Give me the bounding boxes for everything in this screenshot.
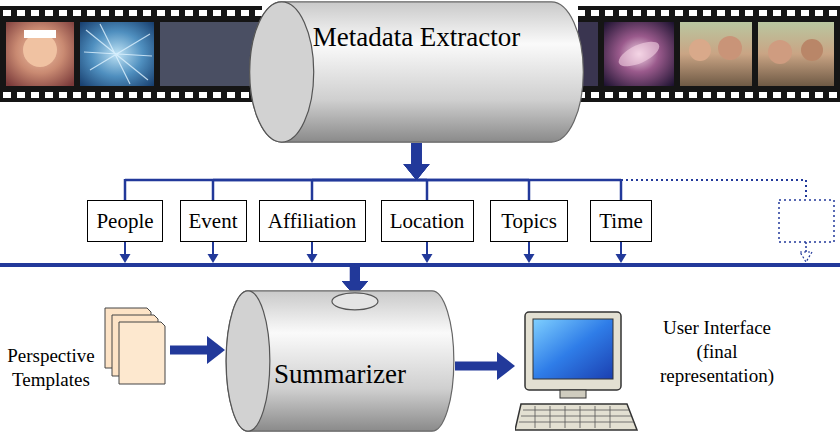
connector-line — [620, 179, 623, 200]
connector-line — [412, 143, 422, 166]
metadata-box: Topics — [490, 200, 568, 242]
node-label: Time — [599, 209, 643, 233]
arrow-head — [120, 254, 131, 263]
connector-line — [455, 362, 498, 371]
computer-icon — [515, 310, 640, 435]
metadata-box: Time — [590, 200, 652, 242]
arrow-head — [524, 254, 535, 263]
connector — [208, 242, 368, 296]
connector-line — [350, 265, 360, 282]
connector-line — [412, 143, 422, 166]
connector — [125, 143, 430, 200]
connector-line — [124, 179, 127, 200]
connector-line — [124, 242, 126, 256]
connector-line — [426, 179, 429, 200]
node-label: Metadata Extractor — [248, 21, 585, 55]
node-label: Event — [189, 209, 238, 233]
connector — [312, 143, 430, 200]
arrow-head — [404, 164, 430, 180]
node-label: People — [96, 209, 153, 233]
user-interface-computer: User Interface (final representation) — [515, 300, 797, 435]
connector-line — [212, 179, 215, 200]
arrow-head — [497, 352, 515, 380]
connector-line — [355, 263, 621, 267]
connector — [213, 143, 430, 200]
summarizer-cylinder: Summarizer — [225, 290, 455, 432]
arrow-head — [616, 254, 627, 263]
connector-line — [528, 242, 530, 256]
connector-line — [412, 143, 422, 166]
connector-line — [125, 179, 417, 182]
connector-line — [620, 242, 622, 256]
document-stack-icon — [103, 306, 169, 388]
connector-line — [170, 346, 208, 355]
connector-line — [125, 263, 355, 267]
connector-line — [311, 179, 314, 200]
connector — [342, 242, 627, 296]
connector-line — [212, 242, 214, 256]
arrow-head — [404, 164, 430, 180]
connector-line — [528, 179, 531, 200]
connector — [404, 143, 530, 200]
connector-line — [412, 143, 422, 166]
connector-line — [350, 265, 360, 282]
arrow-head — [404, 164, 430, 180]
connector-line — [412, 143, 422, 166]
connector — [404, 143, 622, 200]
connector — [120, 242, 368, 296]
connector — [342, 242, 433, 296]
connector-line — [417, 179, 622, 182]
connector — [404, 143, 430, 200]
connector-line — [350, 265, 360, 282]
node-label: Location — [390, 209, 465, 233]
connector — [455, 352, 515, 380]
arrow-head — [307, 254, 318, 263]
connector — [170, 336, 225, 364]
connector-line — [312, 179, 417, 182]
metadata-box: Affiliation — [259, 200, 366, 242]
node-label: Summarizer — [225, 358, 455, 392]
template-stack: Perspective Templates — [3, 300, 170, 400]
connector — [342, 242, 535, 296]
connector-line — [213, 263, 355, 267]
connector-line — [311, 242, 313, 256]
connector-line — [350, 265, 360, 282]
arrow-head — [404, 164, 430, 180]
metadata-box: Location — [381, 200, 474, 242]
metadata-box: People — [87, 200, 163, 242]
metadata-box: Event — [180, 200, 247, 242]
connector — [307, 242, 368, 296]
node-label: User Interface (final representation) — [643, 316, 791, 387]
arrow-head — [422, 254, 433, 263]
arrow-head — [404, 164, 430, 180]
arrow-head — [207, 336, 225, 364]
connector-line — [426, 242, 428, 256]
node-label: Topics — [501, 209, 557, 233]
connector-line — [350, 265, 360, 282]
node-label: Affiliation — [268, 209, 356, 233]
node-label: Perspective Templates — [3, 344, 99, 392]
connector-line — [312, 263, 355, 267]
arrow-head — [404, 164, 430, 180]
connector-line — [350, 265, 360, 282]
arrow-head — [208, 254, 219, 263]
connector-line — [412, 143, 422, 166]
connector-line — [213, 179, 417, 182]
extractor-cylinder: Metadata Extractor — [248, 1, 585, 143]
